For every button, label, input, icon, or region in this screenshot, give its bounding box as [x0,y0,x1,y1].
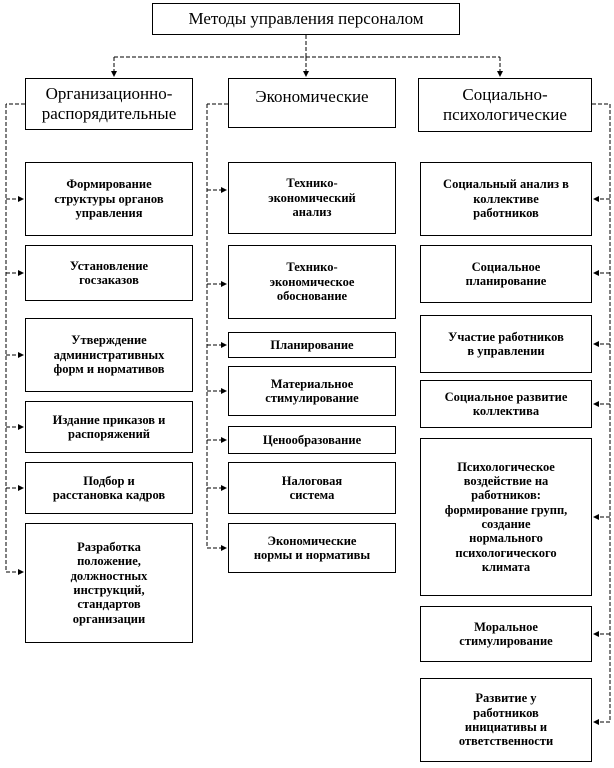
root-title: Методы управления персоналом [188,9,424,29]
org-item-6-label: Разработка положение, должностных инстру… [70,539,148,626]
econ-item-5: Ценообразование [228,426,396,454]
social-item-6: Моральное стимулирование [420,606,592,662]
column-heading-social-label: Социально- психологические [443,85,567,124]
social-item-4-label: Социальное развитие коллектива [444,389,568,418]
org-item-1: Формирование структуры органов управлени… [25,162,193,236]
econ-item-2: Технико- экономическое обоснование [228,245,396,319]
econ-item-3: Планирование [228,332,396,358]
econ-item-4: Материальное стимулирование [228,366,396,416]
econ-item-3-label: Планирование [270,337,354,352]
econ-item-6: Налоговая система [228,462,396,514]
social-item-3: Участие работников в управлении [420,315,592,373]
social-item-7-label: Развитие у работников инициативы и ответ… [458,691,554,749]
column-heading-econ-label: Экономические [255,87,369,106]
column-heading-social: Социально- психологические [418,78,592,132]
econ-item-5-label: Ценообразование [262,432,362,447]
org-item-4-label: Издание приказов и распоряжений [52,412,166,441]
org-item-3-label: Утверждение административных форм и норм… [53,333,165,377]
social-item-1: Социальный анализ в коллективе работнико… [420,162,592,236]
econ-item-4-label: Материальное стимулирование [265,376,359,405]
column-heading-org: Организационно- распорядительные [25,78,193,130]
econ-item-7-label: Экономические нормы и нормативы [253,533,371,562]
social-item-2: Социальное планирование [420,245,592,303]
org-item-2: Установление госзаказов [25,245,193,301]
org-item-6: Разработка положение, должностных инстру… [25,523,193,643]
social-item-5-label: Психологическое воздействие на работнико… [444,459,568,575]
org-item-2-label: Установление госзаказов [69,258,149,287]
econ-item-7: Экономические нормы и нормативы [228,523,396,573]
root-title-box: Методы управления персоналом [152,3,460,35]
social-item-4: Социальное развитие коллектива [420,380,592,428]
column-heading-econ: Экономические [228,78,396,128]
column-heading-org-label: Организационно- распорядительные [41,84,177,123]
econ-item-6-label: Налоговая система [281,473,343,502]
social-item-2-label: Социальное планирование [465,259,547,288]
econ-item-1-label: Технико- экономический анализ [268,176,356,220]
econ-item-1: Технико- экономический анализ [228,162,396,234]
org-item-1-label: Формирование структуры органов управлени… [54,177,164,221]
org-item-4: Издание приказов и распоряжений [25,401,193,453]
social-item-5: Психологическое воздействие на работнико… [420,438,592,596]
econ-item-2-label: Технико- экономическое обоснование [269,260,355,304]
social-item-6-label: Моральное стимулирование [459,619,553,648]
social-item-7: Развитие у работников инициативы и ответ… [420,678,592,762]
org-item-3: Утверждение административных форм и норм… [25,318,193,392]
org-item-5: Подбор и расстановка кадров [25,462,193,514]
social-item-1-label: Социальный анализ в коллективе работнико… [443,177,569,221]
org-item-5-label: Подбор и расстановка кадров [52,473,166,502]
social-item-3-label: Участие работников в управлении [448,329,564,358]
